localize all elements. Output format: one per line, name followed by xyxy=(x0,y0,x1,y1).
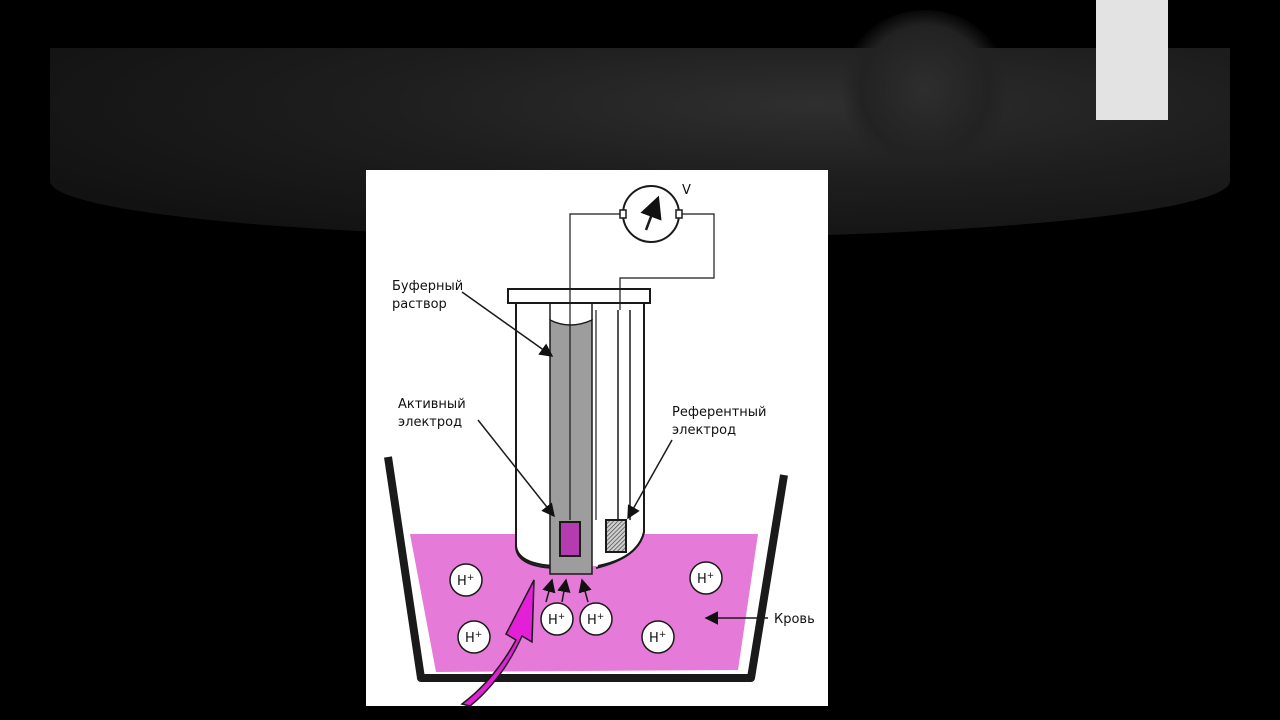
label-reference-line1: Референтный xyxy=(672,405,767,420)
label-blood: Кровь xyxy=(774,612,815,627)
label-buffer-line2: раствор xyxy=(392,297,447,312)
ion: H+ xyxy=(689,561,723,595)
ion-flow-arrows xyxy=(460,578,592,706)
ph-electrode-diagram: V H+ H+ H+ H+ H+ xyxy=(366,170,828,706)
pink-flow-arrow xyxy=(460,579,535,706)
label-active-line2: электрод xyxy=(398,415,462,430)
voltmeter-needle xyxy=(640,195,662,231)
ion: H+ xyxy=(449,563,483,597)
svg-text:H+: H+ xyxy=(697,571,714,587)
housing-cap xyxy=(507,288,651,304)
buffer-column xyxy=(549,216,627,575)
ion: H+ xyxy=(457,620,491,654)
svg-text:H+: H+ xyxy=(457,573,474,589)
background-glow xyxy=(840,10,1010,170)
active-electrode-plate xyxy=(559,521,581,557)
svg-text:H+: H+ xyxy=(649,630,666,646)
label-buffer-line1: Буферный xyxy=(392,279,463,294)
buffer-solution xyxy=(549,318,593,575)
circuit: V xyxy=(569,183,715,310)
ion: H+ xyxy=(641,620,675,654)
slide-corner-block xyxy=(1096,0,1168,120)
voltmeter: V xyxy=(619,183,691,243)
label-active-line1: Активный xyxy=(398,397,466,412)
label-reference-line2: электрод xyxy=(672,423,736,438)
svg-text:H+: H+ xyxy=(548,612,565,628)
diagram-svg: V H+ H+ H+ H+ H+ xyxy=(384,183,815,706)
ion: H+ xyxy=(579,602,613,636)
hydrogen-ions: H+ H+ H+ H+ H+ H+ xyxy=(449,561,723,654)
wire-reference xyxy=(619,213,715,310)
voltmeter-label: V xyxy=(682,183,691,198)
beaker-wall-outer xyxy=(384,456,788,682)
svg-text:H+: H+ xyxy=(465,630,482,646)
ion: H+ xyxy=(540,602,574,636)
wire-active xyxy=(569,213,624,216)
labels: Буферный раствор Активный электрод Рефер… xyxy=(392,279,815,627)
svg-text:H+: H+ xyxy=(587,612,604,628)
reference-electrode-plate xyxy=(605,519,627,553)
